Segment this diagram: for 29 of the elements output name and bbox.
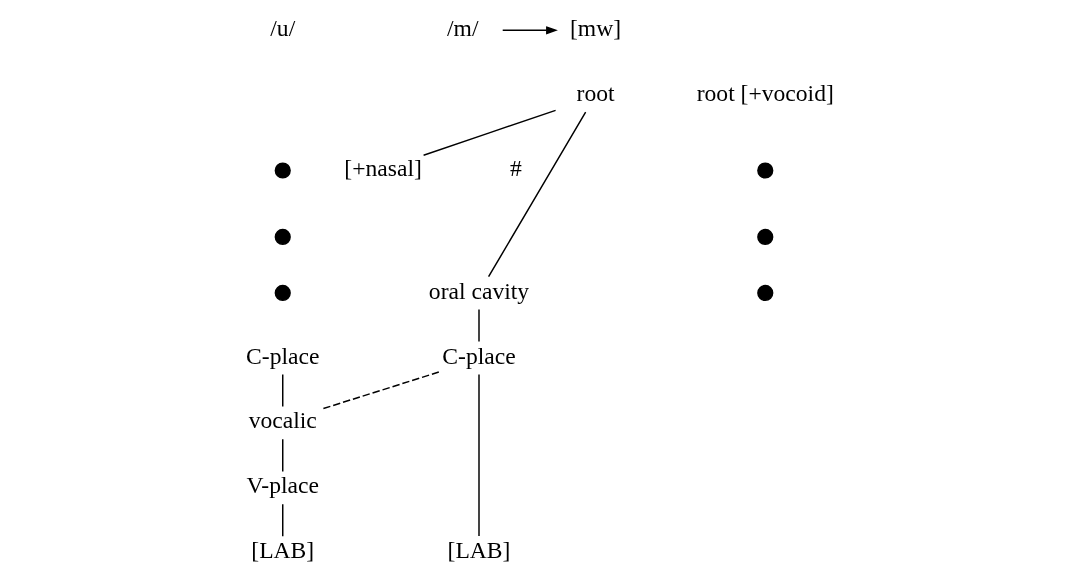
node-text: [LAB] (250, 537, 314, 564)
node-circle (756, 284, 773, 302)
node-text: C-place (441, 342, 516, 369)
connector (477, 373, 480, 537)
node-text: vocalic (248, 407, 317, 434)
node-text: [+nasal] (343, 155, 422, 182)
node-circle (756, 162, 773, 179)
node-text: oral cavity (428, 277, 529, 304)
node-text: [mw] (569, 14, 621, 41)
connector (281, 503, 283, 538)
connector (422, 109, 556, 156)
node-circle (274, 228, 291, 245)
connector (477, 308, 480, 343)
node-text: root (576, 79, 615, 106)
node-circle (274, 162, 291, 179)
node-text: /m/ (446, 14, 478, 41)
connector (321, 371, 440, 410)
connector (487, 111, 586, 278)
arrow (501, 26, 558, 35)
node-text: C-place (245, 342, 319, 369)
node-text: [LAB] (447, 537, 510, 564)
node-text: root [+vocoid] (696, 79, 834, 106)
node-text: /u/ (269, 14, 295, 41)
node-circle (274, 284, 291, 302)
node-text: V-place (245, 472, 319, 499)
connector (281, 373, 283, 408)
label: # (509, 155, 522, 182)
connector (281, 438, 283, 473)
node-circle (756, 228, 773, 245)
